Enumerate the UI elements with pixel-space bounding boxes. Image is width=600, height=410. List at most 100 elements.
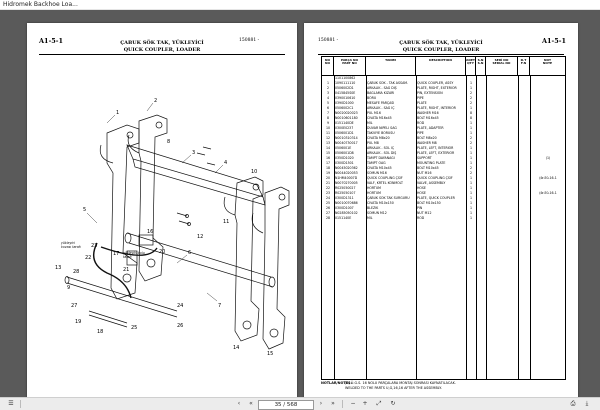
cell-no: 28 [325,216,331,220]
cell-note: (1) [545,156,551,160]
cell-no: 7 [326,111,330,115]
zoom-out-button[interactable]: − [350,400,356,407]
svg-text:13: 13 [55,265,61,271]
cell-desc: PIPE [417,131,424,135]
cell-desc: VALVE, ASSEMBLY [417,181,446,185]
cell-qty: 2 [469,136,473,140]
next-page-icon[interactable]: › [319,400,323,407]
cell-tanim: PUL M16 [367,111,381,115]
cell-tanim: HORTUM [367,186,381,190]
cell-tanim: PUL M8 [367,141,379,145]
cell-no: 10 [325,126,331,130]
cell-qty: 2 [469,171,473,175]
cell-desc: ROD [417,216,425,220]
cell-tanim: BAĞLAMA KİZARI [367,91,395,95]
cell-tanim: QUICK COUPLING ÇSİF [367,176,403,180]
cell-qty: 1 [469,156,473,160]
cell-tanim: ÇABUK SÖK - TAK ASSAM. [367,81,409,85]
cell-part: 0506001D8 [335,151,354,155]
window-titlebar: Hidromek Backhoe Loa... [0,0,600,10]
svg-text:28: 28 [73,269,79,275]
cell-part: 0151140DE [335,121,354,125]
svg-text:24: 24 [177,303,183,309]
annotation-arm-side: yükleyici kolu tarafı [123,251,145,259]
svg-text:3: 3 [192,150,195,156]
document-viewer[interactable]: A1-5-1 150881 - ÇABUK SÖK TAK, YÜKLEYİCİ… [0,10,600,407]
cell-no: 13 [325,141,331,145]
cell-no: 24 [325,196,331,200]
cell-no: 22 [325,186,331,190]
cell-qty: 1 [469,216,473,220]
cell-no: 20 [325,176,331,180]
notes-label: NOTLAR/NOTES: [321,381,352,385]
cell-no: 1 [326,81,330,85]
cell-desc: PLATE, LEFT, INTERIOR [417,146,454,150]
parts-table: NO NO PARÇA NO PART NO TANIM DESCRIPTION… [321,56,566,380]
cell-part: 0390D1000 [335,101,354,105]
col-serial: SERİ NO SERIAL NO [486,57,518,75]
cell-desc: ROD [417,121,425,125]
first-page-icon[interactable]: « [249,400,253,407]
title-tr: ÇABUK SÖK TAK, YÜKLEYİCİ [399,40,483,46]
cell-qty: 8 [469,116,473,120]
cell-tanim: SOMUN M16 [367,171,387,175]
cell-qty: 2 [469,91,473,95]
cell-tanim: CIVATA M16x45 [367,116,392,120]
cell-tanim: CIVATA M10x45 [367,166,392,170]
cell-desc: QUICK COUPLER, ASSY [417,81,454,85]
cell-part: N1HM40007D [335,176,358,180]
cell-desc: PLATE [417,101,427,105]
cell-desc: BOLT M10x150 [417,201,441,205]
cell-part: N0010310314 [335,136,358,140]
cell-qty: 1 [469,121,473,125]
cell-part: N0285050102 [335,211,358,215]
viewer-toolbar: ☰ ‹ « 35 / 568 › » − + ⤢ ↻ ⎙ ⤓ [0,397,600,410]
cell-tanim: TAKVİYE BORUSU [367,131,395,135]
annotation-bucket-side: yükleyici kovası tarafı [61,241,81,249]
fit-page-icon[interactable]: ⤢ [376,400,382,407]
cell-tanim: TAMPT OAG [367,161,386,165]
last-page-icon[interactable]: » [331,400,335,407]
cell-no: 27 [325,211,331,215]
cell-tanim: ARKALIK - SAĞ İÇ [367,106,395,110]
cell-no: 4 [326,96,330,100]
col-qty: ADET QTY [466,57,476,75]
header-rule [39,54,285,55]
cell-qty: 2 [469,166,473,170]
left-page: A1-5-1 150881 - ÇABUK SÖK TAK, YÜKLEYİCİ… [27,23,297,407]
cell-qty: 1 [469,181,473,185]
cell-qty: 2 [469,96,473,100]
cell-no: 21 [325,181,331,185]
cell-part: 0300D1501 [335,161,354,165]
cell-qty: 1 [469,211,473,215]
prev-page-icon[interactable]: ‹ [237,400,241,407]
cell-no: 18 [325,166,331,170]
print-icon[interactable]: ⎙ [570,400,576,407]
cell-no: 2 [326,86,330,90]
svg-text:11: 11 [223,219,229,225]
cell-no: 17 [325,161,331,165]
svg-text:21: 21 [123,267,129,273]
cell-no: 26 [325,206,331,210]
download-icon[interactable]: ⤓ [585,400,589,407]
cell-tanim: MİL [367,121,373,125]
col-description: DESCRIPTION [416,57,466,75]
cell-no: 19 [325,171,331,175]
svg-text:9: 9 [67,285,70,291]
col-sn: S.N S.N [476,57,486,75]
cell-qty: 1 [469,206,473,210]
right-page: 150881 - A1-5-1 ÇABUK SÖK TAK, YÜKLEYİCİ… [304,23,578,407]
page-code: A1-5-1 [39,37,64,45]
sidebar-toggle-icon[interactable]: ☰ [8,400,14,407]
svg-text:16: 16 [147,229,153,235]
cell-desc: SUPPORT [417,156,432,160]
cell-qty: 1 [469,191,473,195]
rotate-icon[interactable]: ↻ [390,400,396,407]
zoom-in-button[interactable]: + [362,400,368,407]
svg-text:15: 15 [267,351,273,357]
svg-text:4: 4 [224,160,227,166]
cell-desc: BOLT M8x20 [417,136,437,140]
